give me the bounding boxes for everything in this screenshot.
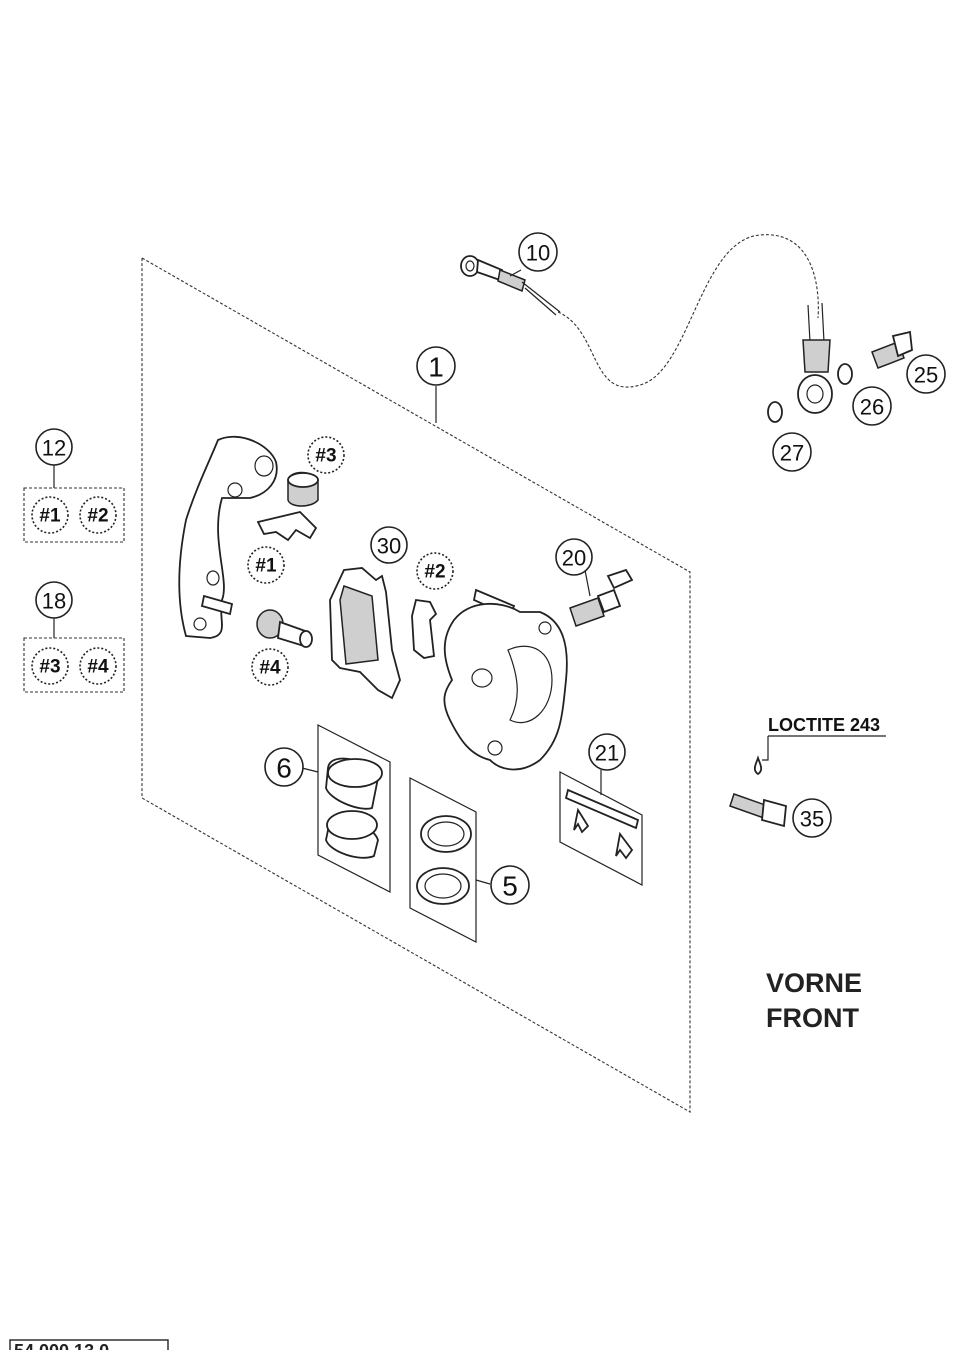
assembly-1-outline bbox=[141, 257, 691, 1113]
guide-pin bbox=[256, 609, 313, 648]
callout-1: 1 bbox=[416, 346, 456, 386]
brake-pad bbox=[329, 567, 401, 700]
kit-ref-4-pin: #4 bbox=[251, 648, 289, 686]
kit-12-ref-2: #2 bbox=[79, 496, 117, 534]
callout-30: 30 bbox=[370, 526, 408, 564]
svg-text:#2: #2 bbox=[424, 562, 445, 583]
leader-5 bbox=[475, 879, 491, 885]
callout-27: 27 bbox=[772, 432, 812, 472]
kit-ref-1-spring: #1 bbox=[247, 546, 285, 584]
kit-12-box bbox=[23, 487, 125, 543]
kit-ref-3-top: #3 bbox=[307, 436, 345, 474]
kit-18-ref-4: #4 bbox=[79, 647, 117, 685]
svg-text:26: 26 bbox=[860, 395, 884, 420]
leader-10 bbox=[509, 269, 522, 277]
bushing bbox=[287, 471, 319, 507]
svg-text:6: 6 bbox=[276, 753, 292, 784]
washer-27 bbox=[767, 401, 783, 423]
svg-text:5: 5 bbox=[502, 871, 518, 902]
anti-rattle-clip bbox=[411, 598, 438, 659]
pad-pin bbox=[564, 788, 640, 860]
loctite-label: LOCTITE 243 bbox=[768, 715, 880, 735]
svg-text:#1: #1 bbox=[39, 506, 61, 527]
svg-text:#3: #3 bbox=[39, 657, 60, 678]
svg-text:25: 25 bbox=[914, 363, 938, 388]
pad-spring bbox=[256, 511, 318, 542]
svg-text:#1: #1 bbox=[255, 556, 277, 577]
svg-text:18: 18 bbox=[42, 589, 66, 614]
loctite-drop-icon bbox=[753, 735, 886, 776]
brake-hose bbox=[460, 234, 833, 414]
drawing-code: 54.000.13.0 bbox=[9, 1339, 169, 1350]
bleeder-valve bbox=[569, 568, 634, 627]
callout-10: 10 bbox=[518, 232, 558, 272]
washer-26 bbox=[837, 363, 853, 385]
piston-kit-outline bbox=[317, 724, 391, 893]
pin-kit-outline bbox=[559, 770, 643, 886]
seal-kit-outline bbox=[409, 777, 477, 943]
callout-20: 20 bbox=[555, 538, 593, 576]
piston-lower bbox=[325, 810, 379, 859]
svg-text:10: 10 bbox=[526, 241, 550, 266]
kit-18-box bbox=[23, 637, 125, 693]
leader-6 bbox=[301, 767, 319, 773]
svg-text:30: 30 bbox=[377, 534, 401, 559]
svg-text:#3: #3 bbox=[315, 446, 336, 467]
seal-lower bbox=[416, 867, 470, 905]
callout-21: 21 bbox=[588, 733, 626, 771]
svg-text:12: 12 bbox=[42, 436, 66, 461]
svg-text:21: 21 bbox=[595, 741, 619, 766]
front-label-line1: VORNE bbox=[766, 968, 862, 998]
svg-text:54.000.13.0: 54.000.13.0 bbox=[14, 1341, 109, 1350]
callout-6: 6 bbox=[264, 747, 304, 787]
front-label-line2: FRONT bbox=[766, 1003, 859, 1033]
svg-text:20: 20 bbox=[562, 546, 586, 571]
svg-text:#4: #4 bbox=[87, 657, 109, 678]
svg-text:#2: #2 bbox=[87, 506, 108, 527]
seal-upper bbox=[420, 815, 472, 853]
svg-text:#4: #4 bbox=[259, 658, 281, 679]
brake-bolt bbox=[729, 793, 787, 828]
caliper-bracket bbox=[178, 435, 278, 639]
callout-18: 18 bbox=[35, 581, 73, 619]
kit-18-ref-3: #3 bbox=[31, 647, 69, 685]
leader-20 bbox=[584, 569, 591, 597]
piston-upper bbox=[325, 757, 383, 810]
kit-12-ref-1: #1 bbox=[31, 496, 69, 534]
callout-26: 26 bbox=[852, 386, 892, 426]
kit-ref-2-clip: #2 bbox=[416, 552, 454, 590]
callout-5: 5 bbox=[490, 865, 530, 905]
caliper-housing bbox=[443, 588, 568, 771]
banjo-bolt bbox=[871, 330, 913, 369]
svg-text:35: 35 bbox=[800, 807, 824, 832]
callout-12: 12 bbox=[35, 428, 73, 466]
callout-25: 25 bbox=[906, 354, 946, 394]
svg-text:27: 27 bbox=[780, 441, 804, 466]
svg-text:1: 1 bbox=[428, 352, 444, 383]
callout-35: 35 bbox=[792, 798, 832, 838]
